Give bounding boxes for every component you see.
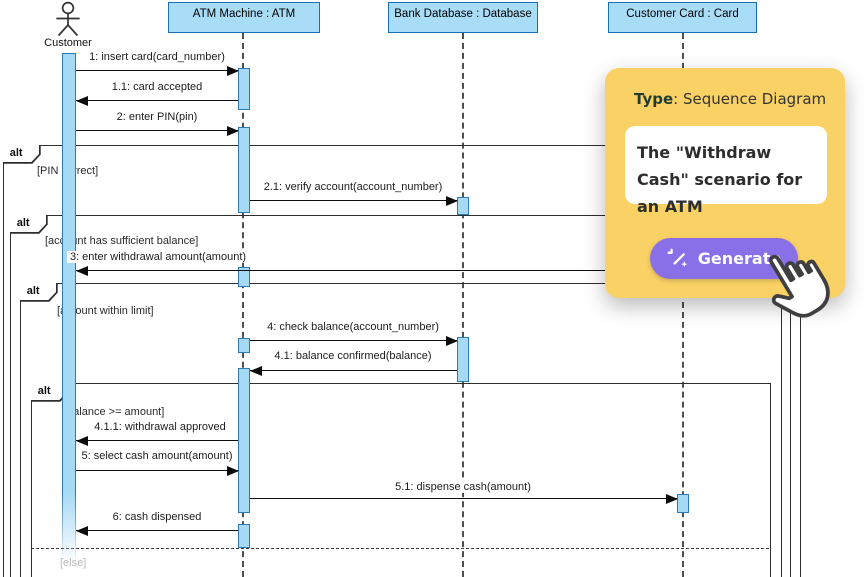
message-label: 5: select cash amount(amount): [78, 450, 236, 462]
lifeline-head-label: Bank Database : Database: [394, 8, 532, 20]
message-label: 4.1.1: withdrawal approved: [91, 421, 229, 433]
message-label: 5.1: dispense cash(amount): [392, 481, 534, 493]
magic-wand-icon: [667, 248, 687, 267]
alt-fragment-pin[interactable]: alt: [2, 144, 801, 577]
message-label: 6: cash dispensed: [109, 511, 205, 523]
arrowhead-icon: [666, 493, 678, 504]
message-arrow[interactable]: [76, 100, 238, 101]
message-label: 4.1: balance confirmed(balance): [271, 350, 435, 362]
message-arrow[interactable]: [76, 270, 683, 271]
message-arrow[interactable]: [76, 130, 238, 131]
alt-fragment-limit[interactable]: alt: [19, 282, 782, 577]
message-arrow[interactable]: [250, 200, 457, 201]
guard-sufficient-balance: [account has sufficient balance]: [45, 235, 199, 247]
arrowhead-icon: [76, 95, 88, 106]
alt-operator-tab: alt: [2, 144, 41, 164]
lifeline-head-customer-card[interactable]: Customer Card : Card: [608, 2, 757, 33]
arrowhead-icon: [250, 365, 262, 376]
generate-button-label: Generate: [697, 249, 782, 268]
message-arrow[interactable]: [250, 370, 457, 371]
activation-atm[interactable]: [238, 524, 250, 548]
actor-name-label: Customer: [44, 37, 92, 49]
activation-atm[interactable]: [238, 68, 250, 110]
alt-else-divider: [31, 548, 769, 549]
message-label: 4: check balance(account_number): [264, 321, 442, 333]
activation-bank-database[interactable]: [457, 337, 469, 382]
activation-atm[interactable]: [238, 338, 250, 353]
lifeline-bank-database[interactable]: [462, 33, 464, 577]
lifeline-head-atm[interactable]: ATM Machine : ATM: [168, 2, 320, 33]
message-arrow[interactable]: [76, 530, 238, 531]
message-arrow[interactable]: [250, 340, 457, 341]
arrowhead-icon: [227, 65, 239, 76]
arrowhead-icon: [446, 335, 458, 346]
alt-fragment-balance[interactable]: alt: [9, 214, 791, 577]
alt-operator-tab: alt: [9, 214, 48, 234]
activation-atm[interactable]: [238, 368, 250, 513]
message-label: 1: insert card(card_number): [86, 51, 228, 63]
type-label: Type: [634, 90, 674, 108]
lifeline-atm[interactable]: [242, 33, 244, 577]
actor-stick-figure-icon[interactable]: [48, 1, 88, 37]
type-value: : Sequence Diagram: [673, 90, 827, 108]
message-arrow[interactable]: [76, 440, 238, 441]
activation-bank-database[interactable]: [457, 197, 469, 215]
promo-card: Type: Sequence Diagram The "Withdraw Cas…: [605, 68, 845, 298]
arrowhead-icon: [76, 525, 88, 536]
alt-operator-tab: alt: [19, 282, 58, 302]
message-label: 2.1: verify account(account_number): [260, 181, 446, 193]
message-arrow[interactable]: [250, 498, 677, 499]
message-label: 1.1: card accepted: [108, 81, 206, 93]
lifeline-customer-card[interactable]: [682, 33, 684, 577]
arrowhead-icon: [227, 125, 239, 136]
message-label: 2: enter PIN(pin): [113, 111, 201, 123]
arrowhead-icon: [76, 435, 88, 446]
prompt-description-box: The "Withdraw Cash" scenario for an ATM: [625, 126, 827, 216]
guard-within-limit: [amount within limit]: [57, 305, 154, 317]
arrowhead-icon: [76, 265, 88, 276]
activation-atm[interactable]: [238, 127, 250, 213]
activation-atm[interactable]: [238, 267, 250, 287]
message-arrow[interactable]: [76, 470, 238, 471]
cursor-hand-icon: [768, 254, 830, 318]
lifeline-head-bank-database[interactable]: Bank Database : Database: [388, 2, 538, 33]
guard-balance-ge-amount: [balance >= amount]: [64, 406, 165, 418]
message-label: 3: enter withdrawal amount(amount): [66, 251, 250, 263]
arrowhead-icon: [227, 465, 239, 476]
alt-operator-tab: alt: [30, 382, 69, 402]
activation-customer-card[interactable]: [677, 494, 689, 513]
lifeline-head-label: Customer Card : Card: [626, 8, 739, 20]
prompt-text: The "Withdraw Cash" scenario for an ATM: [637, 143, 803, 216]
activation-customer[interactable]: [62, 53, 76, 564]
arrowhead-icon: [446, 195, 458, 206]
lifeline-head-label: ATM Machine : ATM: [192, 8, 296, 20]
message-arrow[interactable]: [76, 70, 238, 71]
alt-fragment-amount[interactable]: alt: [30, 382, 771, 577]
diagram-type-line: Type: Sequence Diagram: [634, 90, 826, 108]
